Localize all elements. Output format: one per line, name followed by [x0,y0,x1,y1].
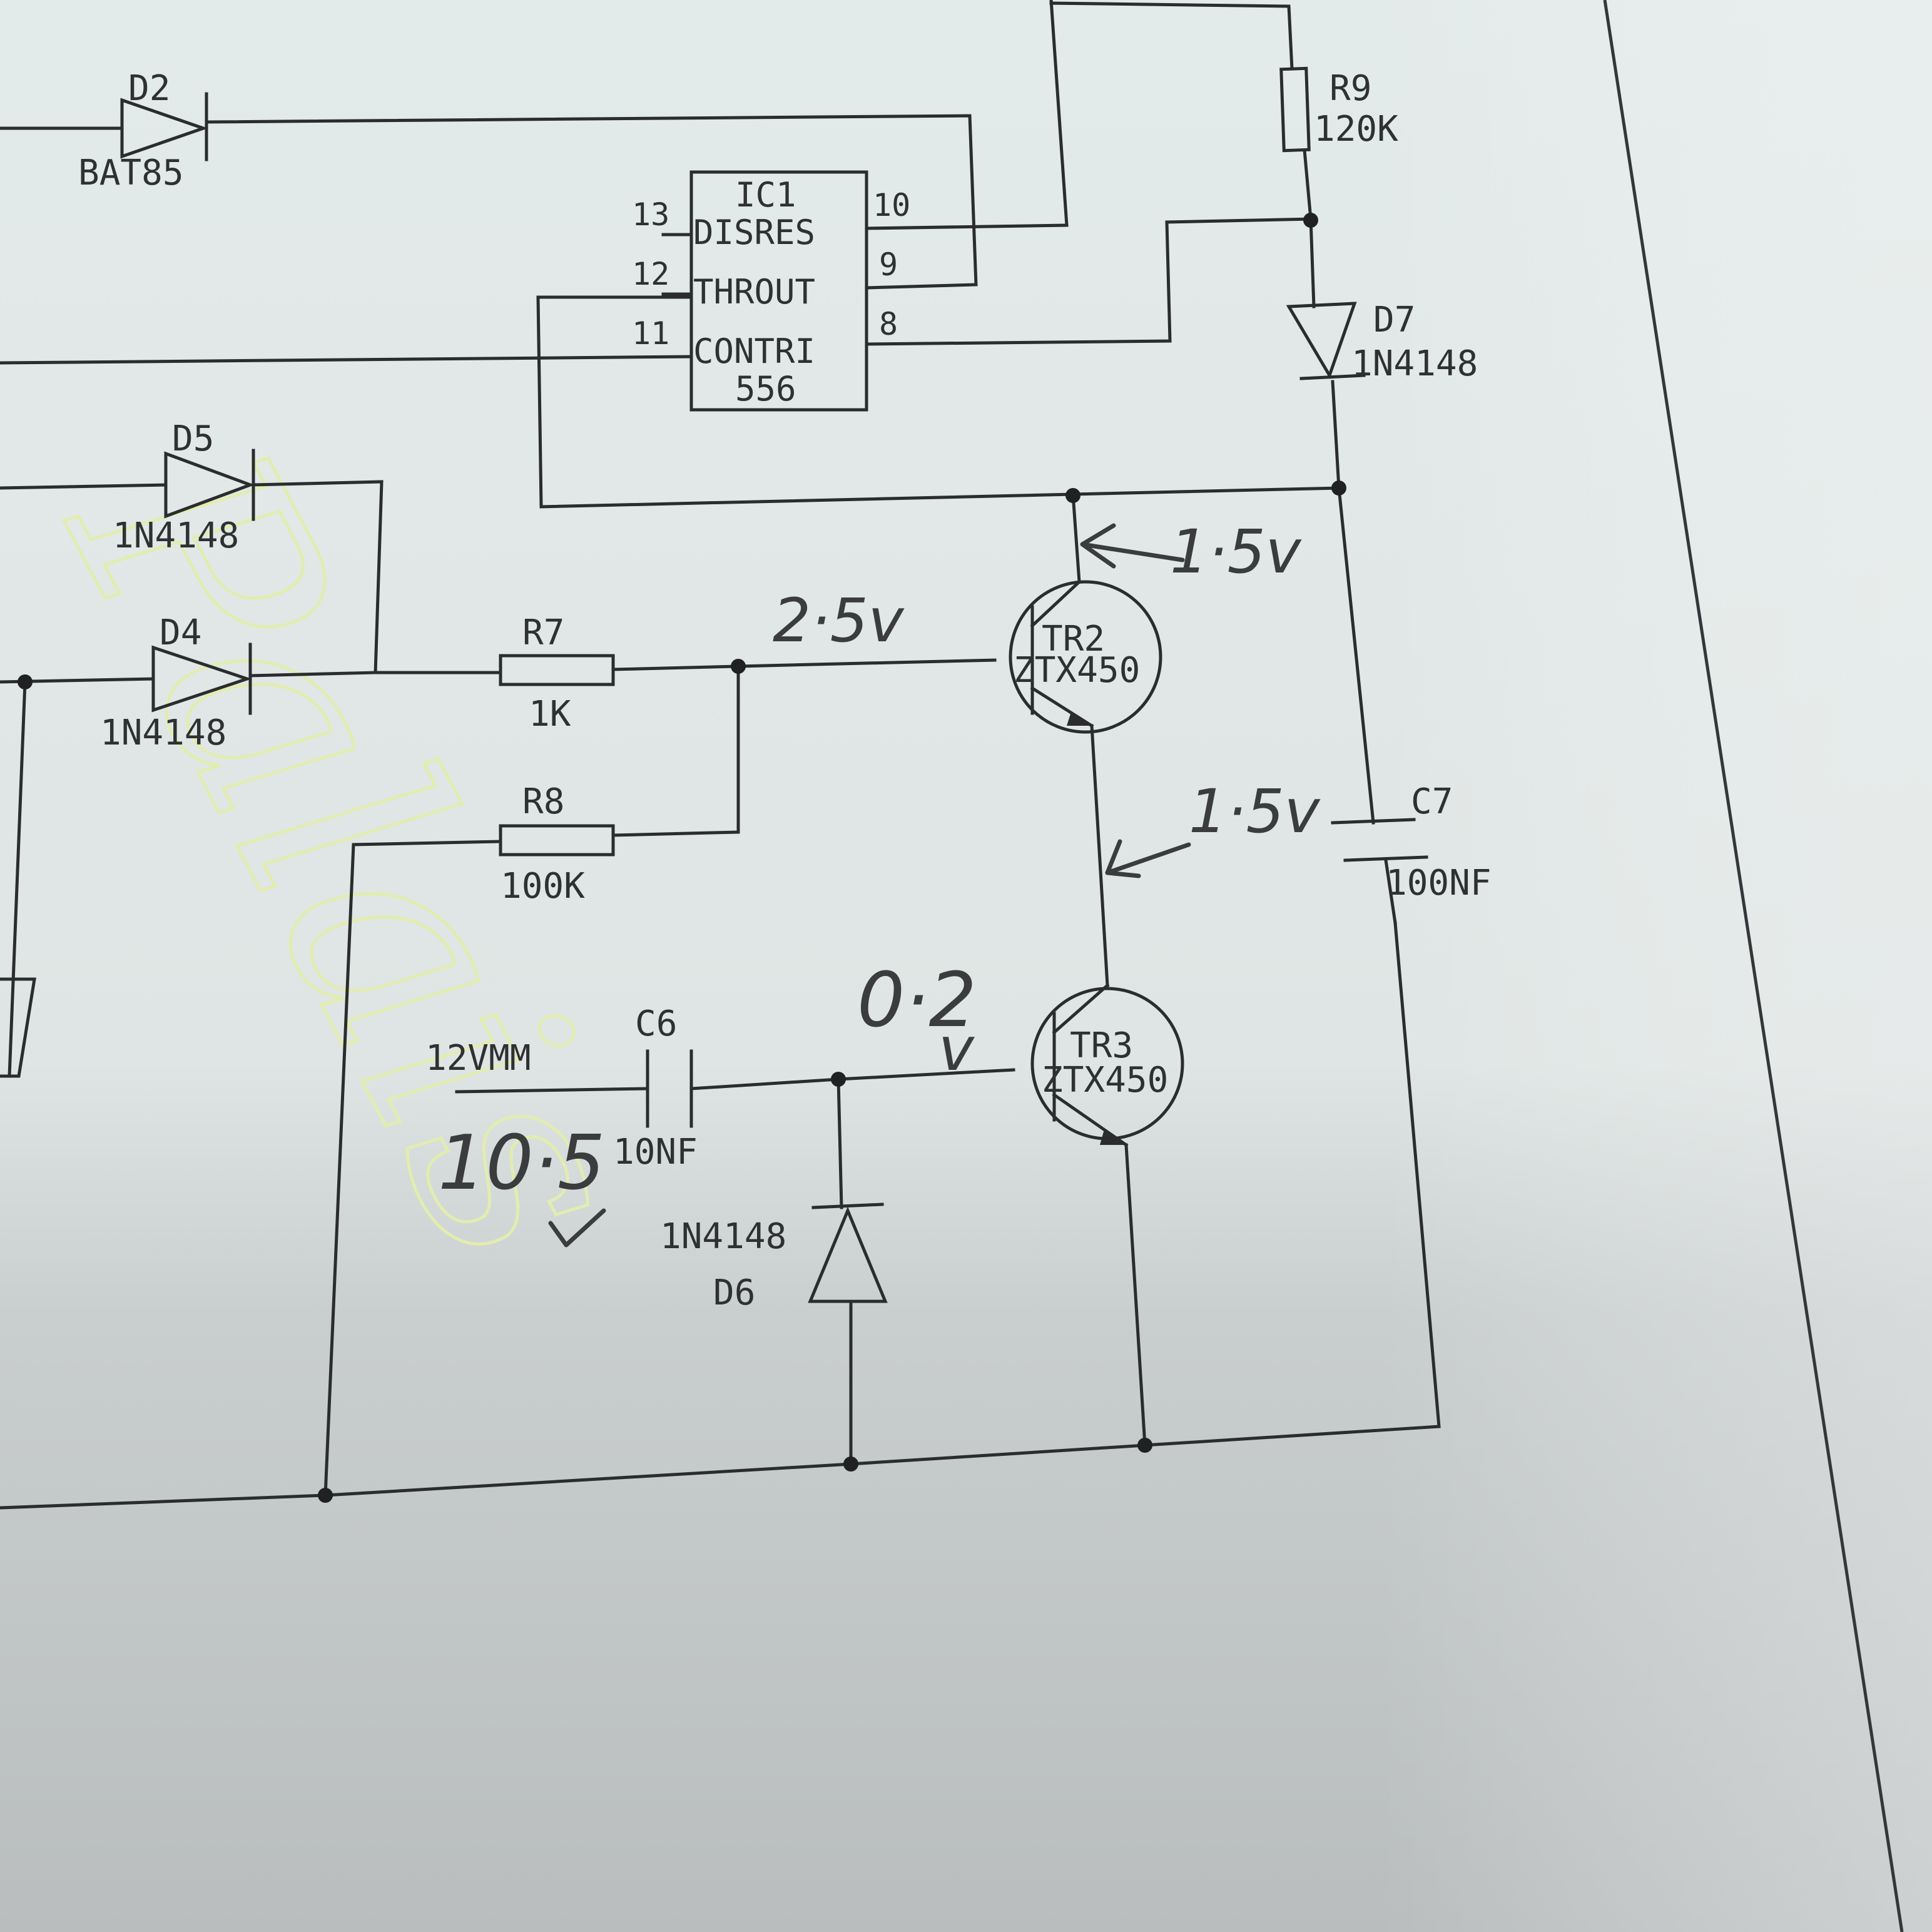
tr2-base-voltage: 2·5v [773,586,905,656]
tr3-value: ZTX450 [1042,1060,1168,1101]
diode-d5: D5 1N4148 [113,419,255,556]
resistor-r9: R9 120K [1279,66,1398,153]
resistor-r8: R8 100K [499,781,615,907]
d2-value: BAT85 [78,153,184,193]
r8-ref: R8 [522,781,564,822]
check-mark [548,1208,606,1248]
d2-ref: D2 [128,68,170,109]
input-voltage: 10·5 [438,1120,605,1207]
transistor-tr2: TR2 ZTX450 [1009,579,1162,734]
capacitor-c6: C6 10NF [613,1004,698,1172]
resistor-r7: R7 1K [499,613,615,735]
tr2-collector-voltage: 1·5v [1170,517,1302,587]
d7-value: 1N4148 [1351,343,1478,384]
ic1-pin8-num: 8 [879,306,898,342]
ic1-pin13-num: 13 [632,196,669,233]
d4-ref: D4 [160,613,201,653]
page-border [1603,0,1904,1932]
ic1-ref: IC1 [735,175,796,215]
diode-d2: D2 BAT85 [78,68,208,193]
ic1-pin9-num: 9 [879,247,898,283]
handwritten-annotations: 1·5v 2·5v 1·5v 0·2 v 10·5 [438,517,1321,1248]
c7-ref: C7 [1411,781,1453,822]
r7-value: 1K [529,694,571,735]
ic1-pin11-num: 11 [632,315,669,352]
ic1-pin13-name: DISRES [693,213,815,252]
d5-ref: D5 [172,419,214,459]
c6-value: 10NF [613,1132,698,1172]
d5-value: 1N4148 [113,516,239,556]
r8-value: 100K [501,866,585,907]
ic1-pin12-name: THROUT [693,272,815,312]
wires [0,0,1441,1510]
tr2-ref: TR2 [1042,619,1105,659]
diode-d4: D4 1N4148 [100,613,252,753]
r9-ref: R9 [1330,68,1371,109]
d4-value: 1N4148 [100,713,226,753]
r7-ref: R7 [522,613,564,653]
ic1-pin10-num: 10 [873,187,910,223]
tr2-emitter-voltage: 1·5v [1189,776,1321,847]
c7-value: 100NF [1386,863,1492,903]
diode-d7: D7 1N4148 [1286,300,1478,384]
d6-value: 1N4148 [660,1216,786,1257]
tr3-ref: TR3 [1070,1025,1133,1066]
diode-d6: 1N4148 D6 [660,1202,888,1313]
ic1-pin12-num: 12 [632,256,669,292]
input-net-label: 12VMM [425,1038,531,1079]
ic1-part: 556 [735,369,796,409]
ic1-pin11-name: CONTRI [693,332,815,371]
ic1-556: IC1 DISRES THROUT CONTRI 556 13 12 11 10… [632,170,910,412]
r9-value: 120K [1314,109,1398,150]
junctions [18,213,1346,1503]
transistor-tr3: TR3 ZTX450 [1030,983,1184,1147]
tr2-value: ZTX450 [1014,650,1140,691]
d6-ref: D6 [713,1273,755,1313]
tr3-base-unit: v [938,1014,975,1084]
paper-highlight [1376,0,1932,1932]
d7-ref: D7 [1373,300,1415,340]
c6-ref: C6 [635,1004,677,1044]
capacitor-c7: C7 100NF [1331,781,1492,925]
tr3-base-voltage: 0·2 [857,957,977,1044]
